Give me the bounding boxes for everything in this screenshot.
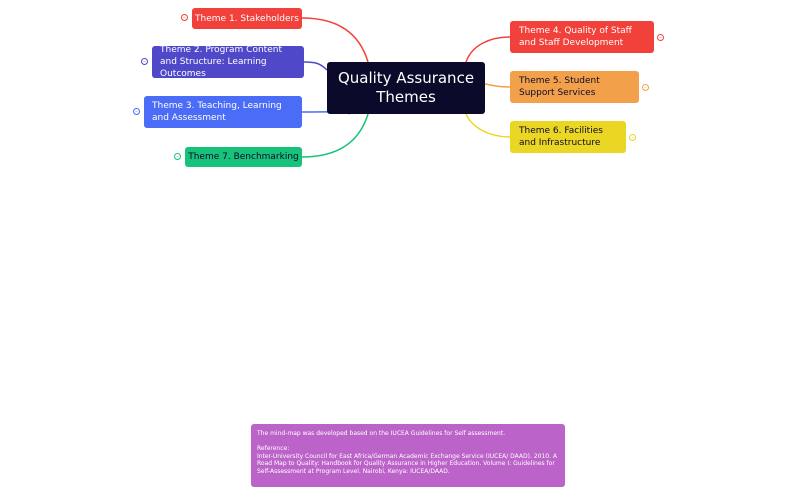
- collapse-toggle-icon[interactable]: −: [181, 14, 188, 21]
- connector-theme-6: [465, 113, 511, 138]
- theme-node-4-label: Theme 4. Quality of Staff and Staff Deve…: [519, 26, 632, 48]
- collapse-toggle-icon[interactable]: −: [629, 134, 636, 141]
- note-reference-label: Reference:: [257, 445, 290, 452]
- connector-theme-7: [301, 113, 369, 158]
- theme-node-5-label: Theme 5. Student Support Services: [519, 76, 600, 98]
- connector-theme-5: [484, 83, 511, 88]
- central-topic-line-2: Themes: [376, 88, 436, 106]
- collapse-toggle-icon[interactable]: −: [141, 58, 148, 65]
- theme-node-6[interactable]: Theme 6. Facilities and Infrastructure: [510, 121, 626, 153]
- collapse-toggle-icon[interactable]: −: [642, 84, 649, 91]
- theme-node-6-label: Theme 6. Facilities and Infrastructure: [519, 126, 603, 148]
- theme-node-7[interactable]: Theme 7. Benchmarking: [185, 147, 302, 167]
- collapse-toggle-icon[interactable]: −: [174, 153, 181, 160]
- note-intro: The mind-map was developed based on the …: [257, 430, 506, 437]
- reference-note[interactable]: The mind-map was developed based on the …: [251, 424, 565, 487]
- central-topic-line-1: Quality Assurance: [337, 69, 475, 87]
- theme-node-3[interactable]: Theme 3. Teaching, Learning and Assessme…: [144, 96, 302, 128]
- connector-theme-2: [303, 61, 328, 71]
- collapse-toggle-icon[interactable]: −: [657, 34, 664, 41]
- theme-node-2-label: Theme 2. Program Content and Structure: …: [160, 45, 282, 79]
- connector-theme-1: [301, 17, 369, 63]
- collapse-toggle-icon[interactable]: −: [133, 108, 140, 115]
- note-reference-text: Inter-University Council for East Africa…: [257, 452, 557, 475]
- connector-theme-4: [465, 36, 511, 63]
- theme-node-3-label: Theme 3. Teaching, Learning and Assessme…: [152, 101, 282, 123]
- theme-node-2[interactable]: Theme 2. Program Content and Structure: …: [152, 45, 304, 79]
- theme-node-4[interactable]: Theme 4. Quality of Staff and Staff Deve…: [510, 21, 654, 53]
- theme-node-1[interactable]: Theme 1. Stakeholders: [192, 8, 302, 29]
- theme-node-1-label: Theme 1. Stakeholders: [195, 13, 299, 24]
- central-topic[interactable]: Quality Assurance Themes: [327, 62, 485, 114]
- theme-node-5[interactable]: Theme 5. Student Support Services: [510, 71, 639, 103]
- theme-node-7-label: Theme 7. Benchmarking: [188, 152, 299, 162]
